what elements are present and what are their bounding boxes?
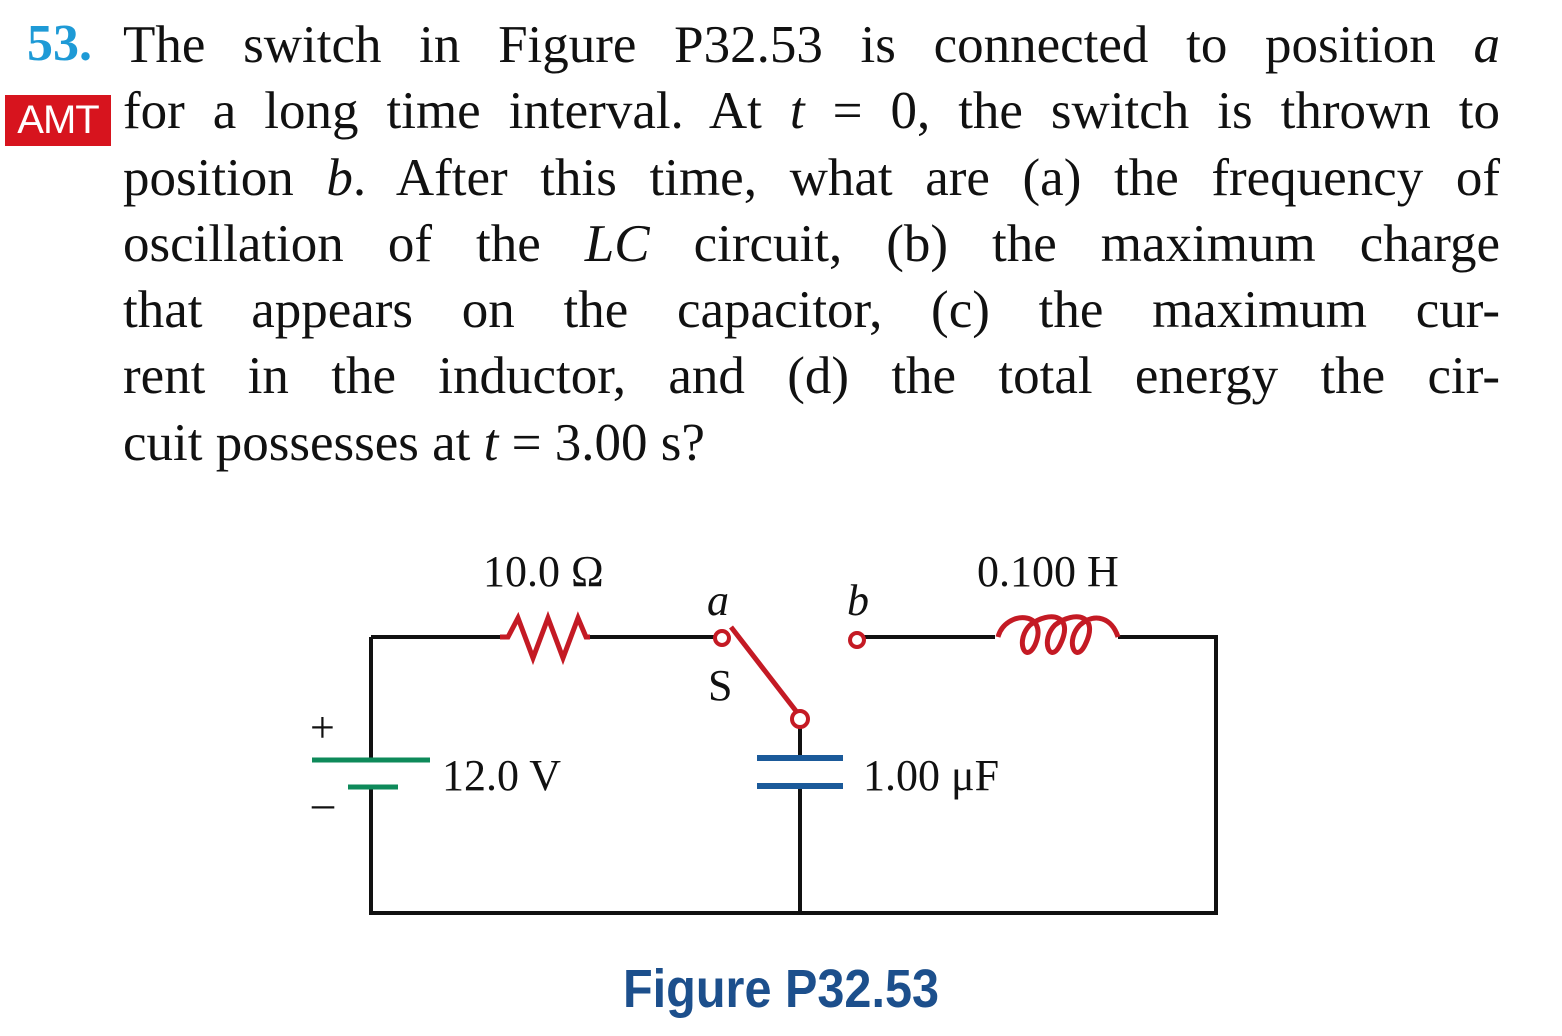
battery-plus: + xyxy=(310,703,335,752)
problem-number: 53. xyxy=(27,15,92,72)
text-segment: position xyxy=(123,148,327,207)
resistor xyxy=(500,610,590,666)
text-line: rent in the inductor, and (d) the total … xyxy=(123,343,1500,409)
text-segment: rent in the inductor, and (d) the total … xyxy=(123,347,1500,406)
terminal-a-label: a xyxy=(707,576,729,625)
text-segment: = 0, the switch is thrown to xyxy=(804,82,1500,141)
inductor xyxy=(995,614,1121,655)
battery-label: 12.0 V xyxy=(442,751,561,800)
problem-text: The switch in Figure P32.53 is connected… xyxy=(123,12,1500,476)
italic-symbol: a xyxy=(1473,16,1501,74)
resistor-label: 10.0 Ω xyxy=(483,547,604,596)
wire-left xyxy=(369,635,1218,915)
switch-label: S xyxy=(708,661,732,710)
text-line: The switch in Figure P32.53 is connected… xyxy=(123,12,1500,78)
text-line: oscillation of the LC circuit, (b) the m… xyxy=(123,211,1500,277)
text-segment: that appears on the capacitor, (c) the m… xyxy=(123,281,1500,340)
italic-symbol: b xyxy=(326,148,353,207)
text-segment: The switch in Figure P32.53 is connected… xyxy=(123,16,1474,74)
text-line: for a long time interval. At t = 0, the … xyxy=(123,78,1500,144)
switch-arm[interactable] xyxy=(729,625,798,713)
text-segment: for a long time interval. At xyxy=(123,82,790,141)
figure-caption: Figure P32.53 xyxy=(622,959,940,1019)
terminal-b-label: b xyxy=(847,576,869,625)
text-line: cuit possesses at t = 3.00 s? xyxy=(123,410,1500,476)
terminal-a xyxy=(713,629,731,647)
battery-minus: – xyxy=(311,779,335,828)
terminal-b xyxy=(848,631,866,649)
text-segment: = 3.00 s? xyxy=(498,413,705,472)
text-line: that appears on the capacitor, (c) the m… xyxy=(123,277,1500,343)
amt-badge: AMT xyxy=(5,95,111,146)
text-segment: circuit, (b) the maximum charge xyxy=(649,214,1501,273)
capacitor-label: 1.00 μF xyxy=(863,751,999,800)
inductor-label: 0.100 H xyxy=(977,547,1119,596)
text-segment: oscillation of the xyxy=(123,214,585,273)
italic-symbol: t xyxy=(483,413,499,472)
italic-symbol: LC xyxy=(584,214,650,273)
text-segment: cuit possesses at xyxy=(123,413,484,472)
text-line: position b. After this time, what are (a… xyxy=(123,145,1500,211)
switch-pivot xyxy=(790,709,810,729)
text-segment: . After this time, what are (a) the freq… xyxy=(352,148,1500,207)
italic-symbol: t xyxy=(789,82,805,141)
